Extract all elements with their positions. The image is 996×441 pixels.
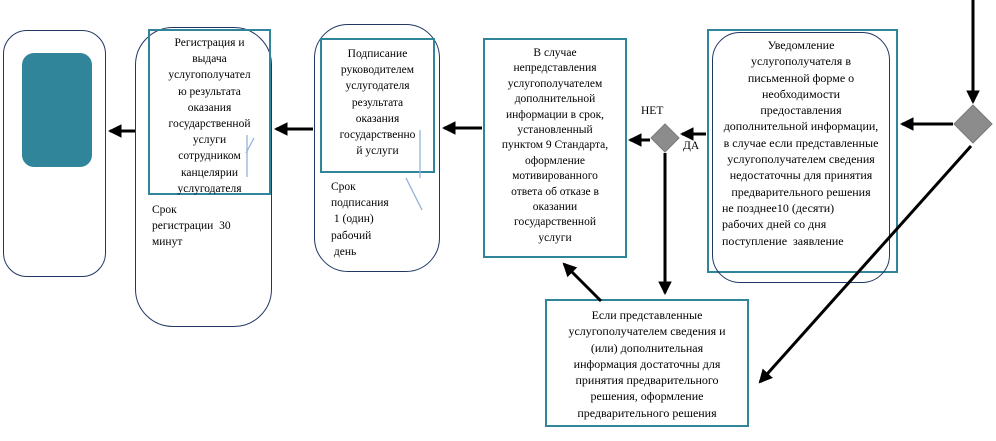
decision-diamond-left: [650, 123, 680, 153]
node-registration: [135, 27, 272, 327]
registration-note: Срок регистрации 30 минут: [152, 204, 231, 249]
node-refusal: В случае непредставления услугополучател…: [483, 38, 627, 258]
notification-text-bottom: не позднее10 (десяти) рабочих дней со дн…: [722, 200, 844, 248]
result-filled-shape: [22, 53, 92, 167]
node-signing: [314, 24, 440, 272]
notification-frame: Уведомление услугополучателя в письменно…: [712, 32, 890, 283]
registration-title: Регистрация и выдача услугополучател ю р…: [168, 37, 251, 195]
signing-process-box: Подписание руководителем услугодателя ре…: [320, 38, 435, 173]
arrow-preliminary-to-refusal: [562, 262, 603, 303]
decision-diamond-right: [953, 104, 993, 144]
preliminary-text: Если представленные услугополучателем св…: [568, 308, 726, 420]
signing-title: Подписание руководителем услугодателя ре…: [339, 48, 416, 158]
label-yes: ДА: [683, 140, 700, 152]
registration-process-box: Регистрация и выдача услугополучател ю р…: [148, 29, 271, 195]
node-result-terminal: [3, 30, 106, 277]
node-preliminary: Если представленные услугополучателем св…: [545, 299, 749, 427]
notification-text-top: Уведомление услугополучателя в письменно…: [723, 38, 879, 199]
label-no: НЕТ: [641, 105, 664, 117]
refusal-text: В случае непредставления услугополучател…: [501, 47, 609, 244]
signing-note: Срок подписания 1 (один) рабочий день: [331, 181, 389, 258]
